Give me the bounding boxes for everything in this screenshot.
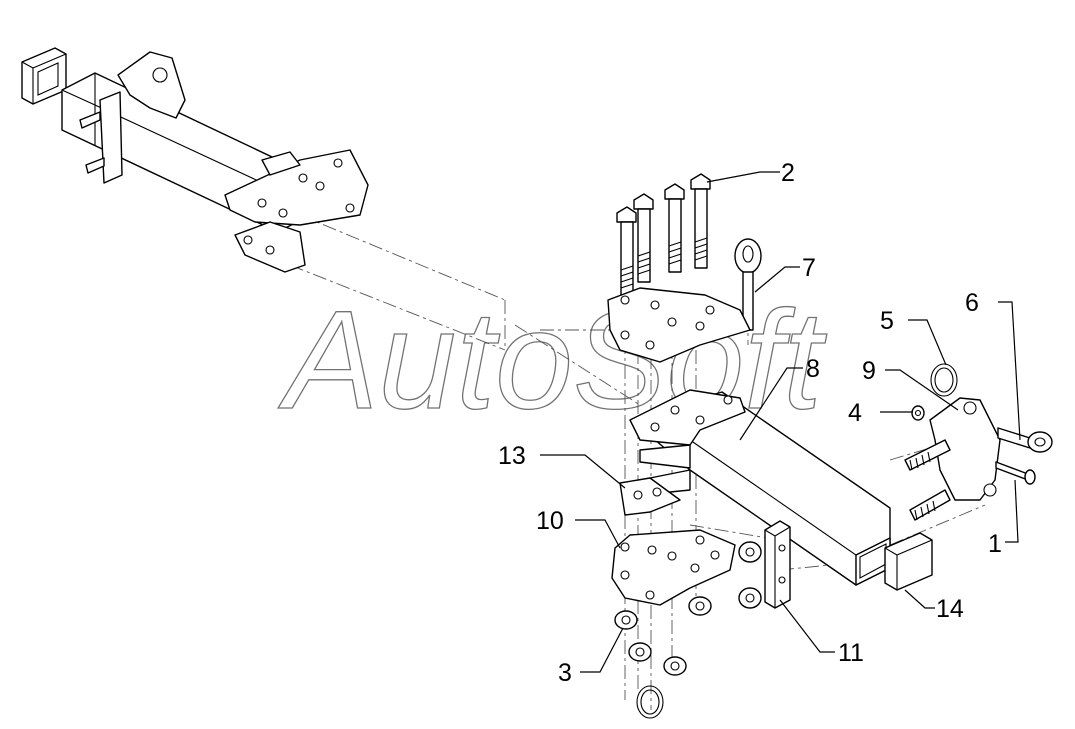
ball-mount-bracket — [904, 397, 1001, 521]
bolt-1 — [995, 461, 1036, 485]
nut-icon — [688, 596, 712, 616]
callout-8: 8 — [806, 355, 820, 383]
nut-icon — [628, 642, 652, 662]
split-ring-icon — [636, 685, 664, 719]
spacer-plate — [619, 477, 681, 516]
nut-icon — [614, 610, 638, 630]
callout-6: 6 — [965, 289, 979, 317]
callout-5: 5 — [880, 307, 894, 335]
washer-4 — [911, 405, 925, 421]
callout-7: 7 — [802, 254, 816, 282]
nut-icon — [738, 541, 762, 563]
left-end-cap — [21, 47, 67, 105]
eye-bolt — [734, 238, 762, 331]
side-strap-plate — [764, 520, 791, 609]
left-mount-bracket — [79, 51, 186, 184]
callout-3: 3 — [558, 659, 572, 687]
nuts — [614, 541, 762, 676]
left-plate-upper — [224, 149, 369, 226]
callout-9: 9 — [862, 357, 876, 385]
bolt-icon — [664, 183, 685, 273]
bolts — [616, 173, 711, 296]
callout-10: 10 — [536, 507, 564, 535]
pin-6 — [997, 427, 1053, 453]
callout-1: 1 — [988, 530, 1002, 558]
upper-mount-plate — [607, 287, 751, 363]
lower-mount-plate — [611, 529, 736, 606]
callout-13: 13 — [498, 442, 526, 470]
callout-numbers: 2 7 8 5 4 9 6 1 13 10 11 14 3 — [498, 159, 1002, 687]
nut-icon — [663, 656, 687, 676]
left-plate-lower — [234, 221, 306, 273]
bolt-icon — [690, 173, 711, 269]
end-cap-14 — [884, 532, 933, 591]
nut-icon — [738, 587, 762, 609]
callout-4: 4 — [848, 399, 862, 427]
callout-11: 11 — [838, 639, 864, 667]
bolt-icon — [616, 206, 637, 296]
callout-14: 14 — [936, 595, 964, 623]
callout-2: 2 — [781, 159, 795, 187]
bolt-icon — [633, 193, 654, 283]
callout-leaders — [540, 171, 1021, 673]
split-ring-5 — [930, 363, 958, 397]
